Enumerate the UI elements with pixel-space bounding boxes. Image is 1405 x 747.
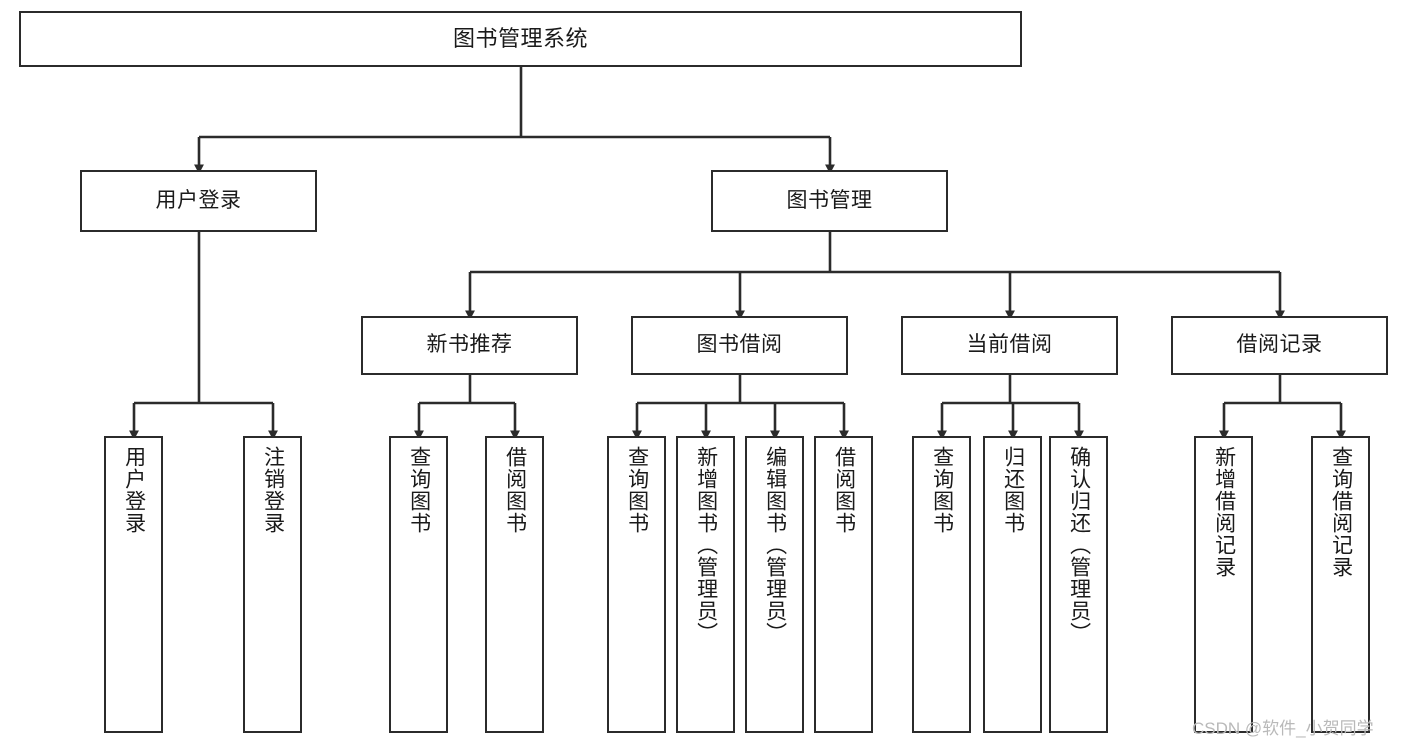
node-root[interactable]: 图书管理系统 [19,11,1022,67]
node-leaf-logout-login[interactable]: 注销登录 [243,436,302,733]
node-leaf-borrow-book-1[interactable]: 借阅图书 [485,436,544,733]
node-leaf-add-book-admin[interactable]: 新增图书（管理员） [676,436,735,733]
node-leaf-edit-book-admin[interactable]: 编辑图书（管理员） [745,436,804,733]
node-leaf-query-book-3[interactable]: 查询图书 [912,436,971,733]
node-label: 归还图书 [1001,446,1025,534]
node-label: 借阅记录 [1236,333,1323,357]
node-leaf-query-borrow-record[interactable]: 查询借阅记录 [1311,436,1370,733]
node-label: 借阅图书 [832,446,856,534]
node-label: 图书管理 [786,188,873,212]
node-leaf-borrow-book-2[interactable]: 借阅图书 [814,436,873,733]
node-label: 新书推荐 [426,333,513,357]
node-label: 注销登录 [261,446,285,534]
node-label: 用户登录 [122,446,146,534]
node-label: 查询借阅记录 [1329,446,1353,578]
node-book-borrow[interactable]: 图书借阅 [631,316,848,375]
node-user-login[interactable]: 用户登录 [80,170,317,232]
node-leaf-add-borrow-record[interactable]: 新增借阅记录 [1194,436,1253,733]
connector-lines [129,67,1346,440]
node-label: 当前借阅 [966,333,1053,357]
node-leaf-user-login[interactable]: 用户登录 [104,436,163,733]
node-label: 确认归还（管理员） [1067,446,1091,644]
node-leaf-query-book-1[interactable]: 查询图书 [389,436,448,733]
node-borrow-record[interactable]: 借阅记录 [1171,316,1388,375]
node-label: 图书管理系统 [452,26,588,52]
node-leaf-return-book[interactable]: 归还图书 [983,436,1042,733]
node-new-book-recommend[interactable]: 新书推荐 [361,316,578,375]
node-label: 查询图书 [930,446,954,534]
node-label: 查询图书 [625,446,649,534]
node-label: 借阅图书 [503,446,527,534]
node-label: 新增图书（管理员） [694,446,718,644]
node-label: 查询图书 [407,446,431,534]
node-leaf-confirm-return-admin[interactable]: 确认归还（管理员） [1049,436,1108,733]
node-leaf-query-book-2[interactable]: 查询图书 [607,436,666,733]
node-current-borrow[interactable]: 当前借阅 [901,316,1118,375]
node-book-management[interactable]: 图书管理 [711,170,948,232]
node-label: 用户登录 [155,188,242,212]
node-label: 图书借阅 [696,333,783,357]
node-label: 编辑图书（管理员） [763,446,787,644]
node-label: 新增借阅记录 [1212,446,1236,578]
